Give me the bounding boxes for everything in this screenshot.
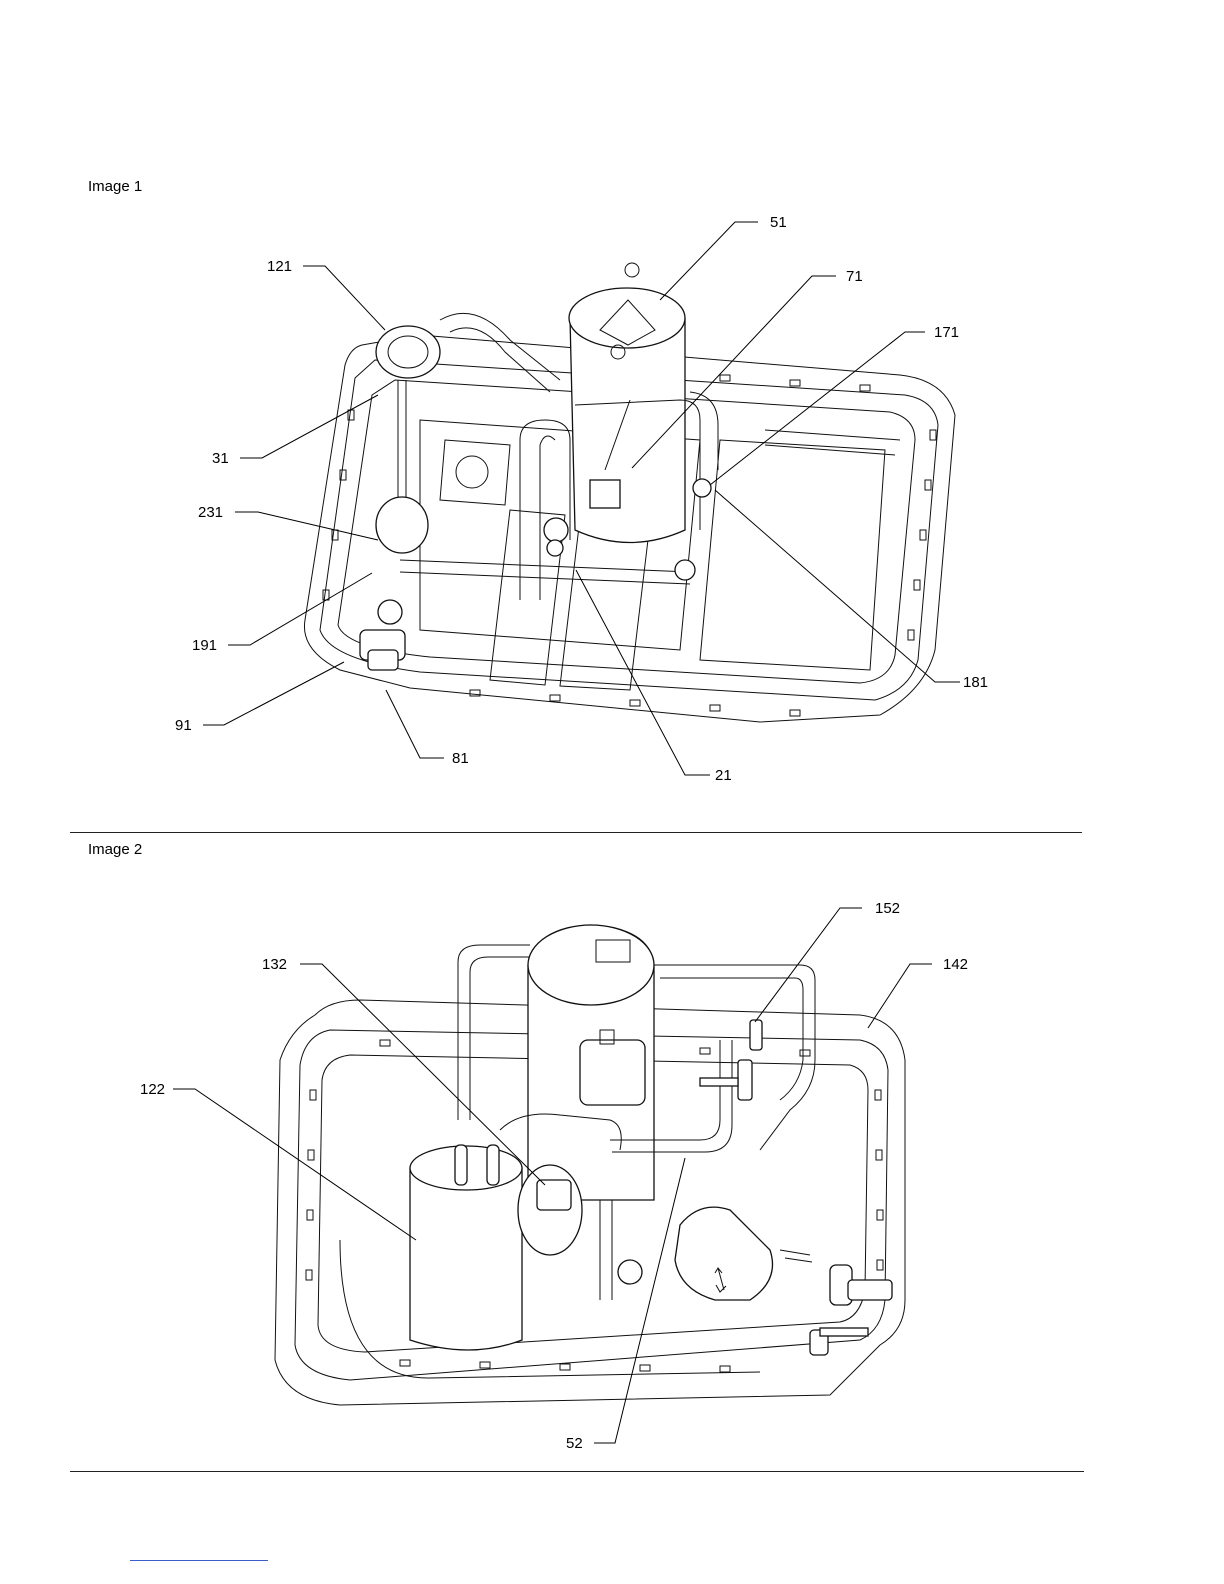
image-1-drawing: 51 71 171 121 31 231 191 91 81 21 181 xyxy=(175,214,988,784)
callout-21: 21 xyxy=(715,767,732,784)
callout-181: 181 xyxy=(963,674,988,691)
callout-81: 81 xyxy=(452,750,469,767)
callout-51: 51 xyxy=(770,214,787,231)
callout-142: 142 xyxy=(943,956,968,973)
callout-91: 91 xyxy=(175,717,192,734)
callout-171: 171 xyxy=(934,324,959,341)
callout-122: 122 xyxy=(140,1081,165,1098)
image-2-drawing: 152 142 132 122 52 xyxy=(140,900,968,1452)
callout-121: 121 xyxy=(267,258,292,275)
callout-191: 191 xyxy=(192,637,217,654)
callout-132: 132 xyxy=(262,956,287,973)
callout-152: 152 xyxy=(875,900,900,917)
callout-71: 71 xyxy=(846,268,863,285)
callout-52: 52 xyxy=(566,1435,583,1452)
callout-31: 31 xyxy=(212,450,229,467)
callout-231: 231 xyxy=(198,504,223,521)
